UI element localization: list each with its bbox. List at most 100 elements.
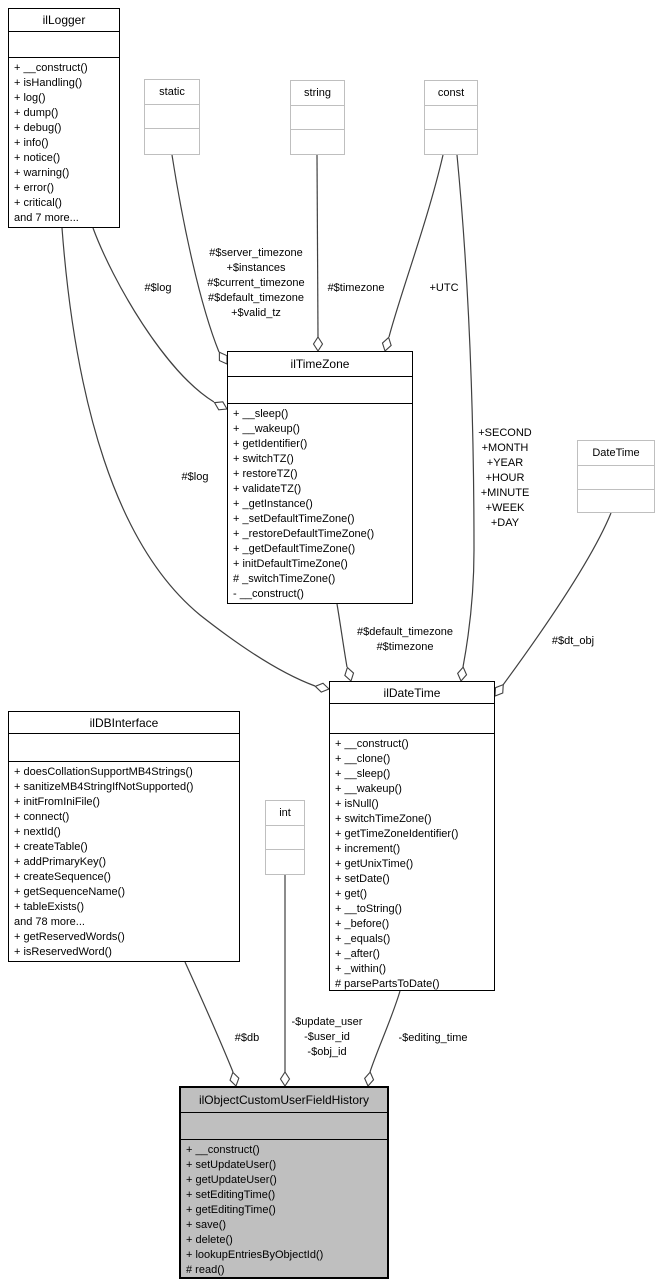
- method-item: + getEditingTime(): [186, 1204, 276, 1216]
- edge-label-line: +DAY: [490, 517, 520, 529]
- method-item: + createSequence(): [14, 871, 111, 883]
- edge-line: [92, 227, 215, 403]
- method-item: + setUpdateUser(): [186, 1159, 277, 1171]
- edge-line: [456, 154, 475, 668]
- class-box-string: string: [290, 80, 345, 155]
- method-item: + getReservedWords(): [14, 931, 125, 943]
- class-box-illogger[interactable]: ilLogger + __construct()+ isHandling()+ …: [8, 8, 120, 228]
- class-title-int: int: [266, 801, 304, 826]
- class-methods-iltimezone: + __sleep()+ __wakeup()+ getIdentifier()…: [228, 404, 412, 603]
- class-title-iltimezone: ilTimeZone: [228, 352, 412, 377]
- edge-ildbinterface-to-history: [184, 961, 240, 1087]
- edge-label-line: #$dt_obj: [551, 635, 595, 647]
- edge-label-db: #$db: [222, 1031, 272, 1046]
- class-box-iltimezone[interactable]: ilTimeZone + __sleep()+ __wakeup()+ getI…: [227, 351, 413, 604]
- edge-string-to-iltimezone: [312, 154, 324, 353]
- edge-label-line: -$user_id: [304, 1031, 350, 1043]
- class-methods-ildbinterface: + doesCollationSupportMB4Strings()+ sani…: [9, 762, 239, 961]
- method-item: # parsePartsToDate(): [335, 978, 440, 990]
- aggregation-diamond-icon: [279, 1070, 291, 1088]
- method-item: + __construct(): [335, 738, 409, 750]
- method-item: + _getInstance(): [233, 498, 313, 510]
- edge-static-to-iltimezone: [171, 154, 228, 365]
- edge-ildatetime-to-history: [364, 990, 401, 1088]
- method-item: + _setDefaultTimeZone(): [233, 513, 355, 525]
- method-item: + __clone(): [335, 753, 391, 765]
- class-box-ilobjectcustomuserfieldhistory: ilObjectCustomUserFieldHistory + __const…: [179, 1086, 389, 1279]
- method-item: and 7 more...: [14, 212, 79, 224]
- method-item: + info(): [14, 137, 49, 149]
- edge-label-int-members: -$update_user-$user_id-$obj_id: [267, 1015, 387, 1060]
- method-item: + _equals(): [335, 933, 391, 945]
- method-item: + nextId(): [14, 826, 61, 838]
- aggregation-diamond-icon: [494, 683, 504, 697]
- edge-label-iltimezone-members: #$default_timezone#$timezone: [344, 625, 466, 655]
- edge-label-static-members: #$server_timezone+$instances#$current_ti…: [195, 246, 317, 321]
- edge-label-line: #$db: [234, 1032, 260, 1044]
- method-item: + _restoreDefaultTimeZone(): [233, 528, 375, 540]
- edge-line: [316, 154, 319, 338]
- method-item: + getIdentifier(): [233, 438, 308, 450]
- edge-label-line: #$default_timezone: [207, 292, 304, 304]
- aggregation-diamond-icon: [314, 682, 330, 693]
- edge-line: [61, 227, 316, 687]
- edge-label-line: +MONTH: [481, 442, 529, 454]
- method-item: # _switchTimeZone(): [233, 573, 336, 585]
- method-item: + _getDefaultTimeZone(): [233, 543, 356, 555]
- class-title-illogger: ilLogger: [9, 9, 119, 32]
- method-item: + save(): [186, 1219, 227, 1231]
- method-item: + setDate(): [335, 873, 390, 885]
- method-item: + __sleep(): [233, 408, 289, 420]
- method-item: + isNull(): [335, 798, 379, 810]
- method-item: + _after(): [335, 948, 380, 960]
- method-item: + __wakeup(): [335, 783, 402, 795]
- edge-line: [171, 154, 220, 353]
- class-box-ildbinterface[interactable]: ilDBInterface + doesCollationSupportMB4S…: [8, 711, 240, 962]
- method-item: + isReservedWord(): [14, 946, 112, 958]
- method-item: + validateTZ(): [233, 483, 302, 495]
- edge-label-line: +UTC: [429, 282, 459, 294]
- method-item: + dump(): [14, 107, 59, 119]
- edge-label-line: #$log: [144, 282, 172, 294]
- method-item: + tableExists(): [14, 901, 84, 913]
- edge-label-const-utc: +UTC: [414, 281, 474, 296]
- aggregation-diamond-icon: [213, 401, 228, 411]
- edge-label-const-to-ildatetime: +SECOND+MONTH+YEAR+HOUR+MINUTE+WEEK+DAY: [455, 426, 555, 531]
- method-item: + createTable(): [14, 841, 88, 853]
- edge-label-line: #$server_timezone: [209, 247, 303, 259]
- method-item: and 78 more...: [14, 916, 85, 928]
- method-item: + __sleep(): [335, 768, 391, 780]
- method-item: + getSequenceName(): [14, 886, 125, 898]
- edge-line: [184, 961, 234, 1073]
- class-methods-ildatetime: + __construct() + __clone() + __sleep() + _…: [330, 734, 494, 990]
- method-item: + switchTZ(): [233, 453, 294, 465]
- class-title-const: const: [425, 81, 477, 106]
- edge-label-line: +YEAR: [486, 457, 524, 469]
- edge-label-line: #$timezone: [376, 641, 434, 653]
- edge-iltimezone-to-ildatetime: [336, 603, 355, 682]
- method-item: + initFromIniFile(): [14, 796, 100, 808]
- edge-label-log-to-iltimezone: #$log: [133, 281, 183, 296]
- edge-datetime-to-ildatetime: [494, 512, 612, 697]
- aggregation-diamond-icon: [381, 336, 392, 352]
- edge-line: [502, 512, 612, 686]
- class-methods-static: [145, 129, 199, 154]
- class-methods-ilobjectcustomuserfieldhistory: + __construct()+ setUpdateUser()+ getUpd…: [181, 1140, 387, 1277]
- edge-line: [388, 154, 444, 338]
- class-box-ildatetime[interactable]: ilDateTime + __construct()+ __clone()+ _…: [329, 681, 495, 991]
- method-item: + increment(): [335, 843, 401, 855]
- class-attrs-int: [266, 826, 304, 850]
- method-item: + get(): [335, 888, 368, 900]
- edge-label-string-member: #$timezone: [320, 281, 392, 296]
- class-methods-illogger: + __construct()+ isHandling()+ log()+ du…: [9, 58, 119, 227]
- aggregation-diamond-icon: [229, 1071, 240, 1087]
- class-attrs-ilobjectcustomuserfieldhistory: [181, 1113, 387, 1140]
- edge-illogger-to-iltimezone: [92, 227, 228, 411]
- class-attrs-static: [145, 105, 199, 129]
- method-item: + __construct(): [14, 62, 88, 74]
- edge-label-line: +$valid_tz: [231, 307, 281, 319]
- class-title-ildbinterface: ilDBInterface: [9, 712, 239, 734]
- method-item: + getUpdateUser(): [186, 1174, 277, 1186]
- edge-label-line: +WEEK: [485, 502, 525, 514]
- edge-label-line: +HOUR: [485, 472, 525, 484]
